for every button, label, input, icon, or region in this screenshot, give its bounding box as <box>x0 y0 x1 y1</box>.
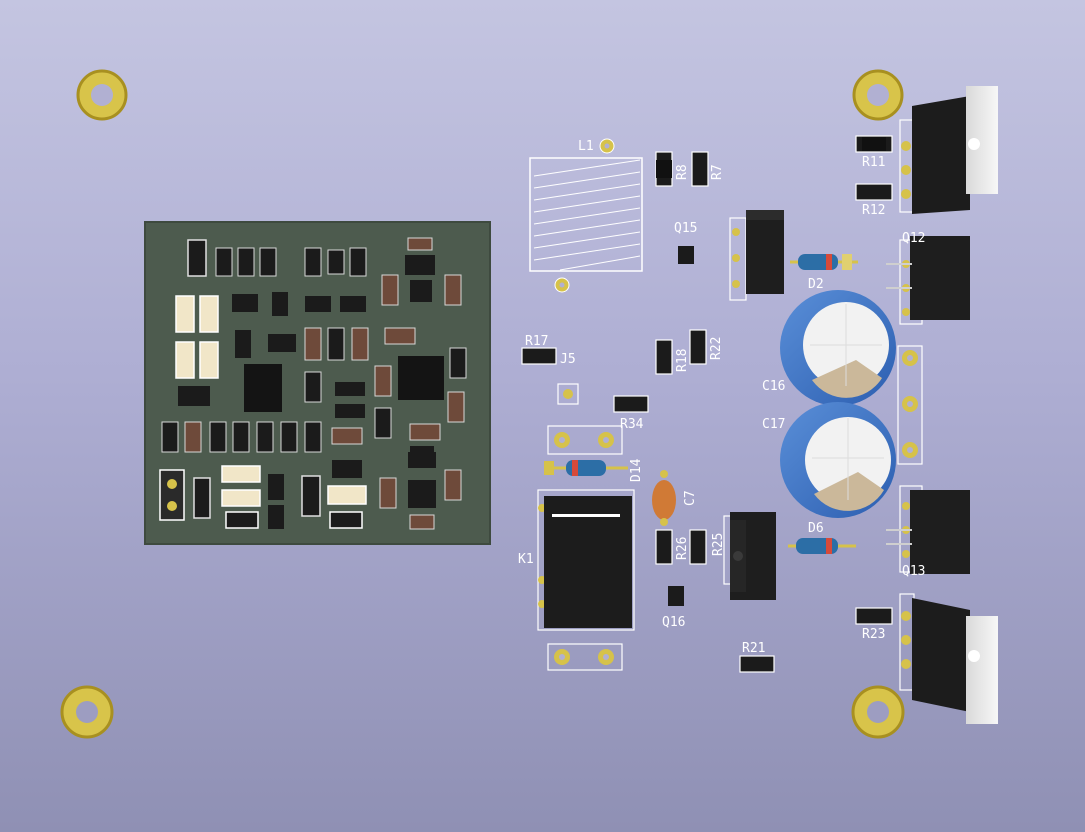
transistor-Q16[interactable]: Q16 <box>662 586 685 630</box>
label-R11: R11 <box>862 155 885 170</box>
label-R22: R22 <box>709 337 724 360</box>
label-J5: J5 <box>560 352 576 367</box>
inductor-L1[interactable]: L1 <box>529 138 643 293</box>
mounting-hole-bottom-left <box>60 685 114 739</box>
relay-K1[interactable]: K1 <box>518 489 635 631</box>
mounting-hole-top-left <box>76 69 128 121</box>
label-R17: R17 <box>525 334 548 349</box>
mounting-hole-bottom-right <box>851 685 905 739</box>
resistor-R11[interactable]: R11 <box>855 135 893 170</box>
to220-lower-middle[interactable] <box>723 512 776 600</box>
transistor-Q13[interactable]: Q13 <box>886 485 970 579</box>
label-C17: C17 <box>762 417 785 432</box>
label-D14: D14 <box>629 458 644 482</box>
transistor-Q15[interactable]: Q15 <box>674 221 697 264</box>
label-Q15: Q15 <box>674 221 697 236</box>
resistor-R34[interactable]: R34 <box>613 395 649 432</box>
label-L1: L1 <box>578 139 594 154</box>
diode-D14[interactable]: D14 <box>544 458 644 482</box>
diode-D6[interactable]: D6 <box>788 521 856 554</box>
resistor-R8[interactable]: R8 <box>655 151 690 187</box>
label-R18: R18 <box>675 349 690 372</box>
label-D2: D2 <box>808 277 824 292</box>
label-R21: R21 <box>742 641 765 656</box>
resistor-R21[interactable]: R21 <box>739 641 775 673</box>
resistor-R17[interactable]: R17 <box>521 334 557 365</box>
label-Q12: Q12 <box>902 231 925 246</box>
label-K1: K1 <box>518 552 534 567</box>
label-R34: R34 <box>620 417 644 432</box>
resistor-R23[interactable]: R23 <box>855 607 893 642</box>
header-2pin-lower[interactable] <box>547 643 623 671</box>
to220-top-right[interactable] <box>899 86 998 214</box>
label-D6: D6 <box>808 521 824 536</box>
label-R25: R25 <box>711 533 726 556</box>
capacitor-C17[interactable]: C17 <box>762 402 896 518</box>
resistor-R12[interactable]: R12 <box>855 183 893 218</box>
to220-upper-middle[interactable] <box>729 210 784 301</box>
label-R26: R26 <box>675 537 690 560</box>
label-R8: R8 <box>675 164 690 180</box>
sub-board[interactable] <box>144 221 491 545</box>
subboard-components <box>159 237 467 530</box>
header-2pin-upper[interactable] <box>547 425 623 455</box>
resistor-R22[interactable]: R22 <box>689 329 724 365</box>
header-right-3pin[interactable] <box>897 345 923 465</box>
mounting-hole-top-right <box>852 69 904 121</box>
connector-J5[interactable]: J5 <box>557 352 579 405</box>
label-R23: R23 <box>862 627 885 642</box>
label-C16: C16 <box>762 379 785 394</box>
label-Q13: Q13 <box>902 564 925 579</box>
resistor-R26[interactable]: R26 <box>655 529 690 565</box>
capacitor-C16[interactable]: C16 <box>762 290 896 406</box>
to220-bottom-right[interactable] <box>899 593 998 724</box>
resistor-R18[interactable]: R18 <box>655 339 690 375</box>
diode-D2[interactable]: D2 <box>790 254 858 292</box>
transistor-Q12[interactable]: Q12 <box>886 231 970 325</box>
label-C7: C7 <box>683 490 698 506</box>
resistor-R7[interactable]: R7 <box>691 151 725 187</box>
label-Q16: Q16 <box>662 615 685 630</box>
label-R12: R12 <box>862 203 885 218</box>
resistor-R25[interactable]: R25 <box>689 529 726 565</box>
capacitor-C7[interactable]: C7 <box>652 470 698 526</box>
label-R7: R7 <box>710 164 725 180</box>
